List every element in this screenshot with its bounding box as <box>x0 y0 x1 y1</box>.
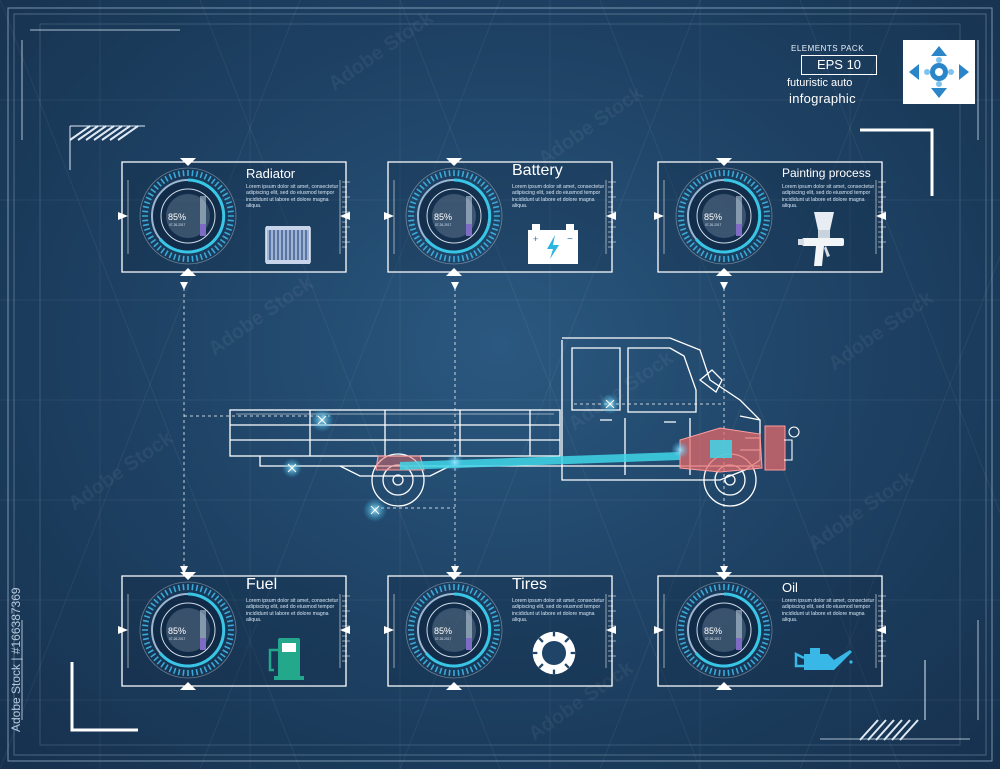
gauge-date: 07-26-2017 <box>169 223 186 227</box>
panel-description: Lorem ipsum dolor sit amet, consectetur … <box>246 598 339 624</box>
panel-description: Lorem ipsum dolor sit amet, consectetur … <box>782 184 875 210</box>
truck-wireframe <box>229 337 800 522</box>
panel-painting-process: 85%07-26-2017 Painting process Lorem ips… <box>654 158 886 276</box>
battery-icon: + − <box>528 224 578 264</box>
gauge-dial: 85%07-26-2017 <box>405 581 503 679</box>
gauge-date: 07-26-2017 <box>169 637 186 641</box>
gauge-date: 07-26-2017 <box>435 637 452 641</box>
gauge-percent: 85% <box>704 212 722 222</box>
panel-fuel: 85%07-26-2017 Fuel Lorem ipsum dolor sit… <box>118 572 350 690</box>
panel-title: Radiator <box>246 166 296 181</box>
panel-title: Painting process <box>782 166 871 180</box>
panel-description: Lorem ipsum dolor sit amet, consectetur … <box>512 598 605 624</box>
gauge-percent: 85% <box>434 212 452 222</box>
gauge-dial: 85%07-26-2017 <box>139 167 237 265</box>
gauge-dial: 85%07-26-2017 <box>139 581 237 679</box>
panel-title: Tires <box>512 576 547 593</box>
gauge-percent: 85% <box>704 626 722 636</box>
gauge-date: 07-26-2017 <box>705 637 722 641</box>
panel-description: Lorem ipsum dolor sit amet, consectetur … <box>246 184 339 210</box>
gauge-percent: 85% <box>168 212 186 222</box>
gauge-percent: 85% <box>434 626 452 636</box>
gauge-dial: 85%07-26-2017 <box>675 167 773 265</box>
panel-radiator: 85%07-26-2017 Radiator Lorem ipsum dolor… <box>118 158 350 276</box>
svg-text:−: − <box>567 234 573 245</box>
fuel-pump-icon <box>268 638 304 680</box>
panel-description: Lorem ipsum dolor sit amet, consectetur … <box>512 184 605 210</box>
badge-eps-label: EPS 10 <box>801 55 877 75</box>
gauge-percent: 85% <box>168 626 186 636</box>
tire-icon <box>532 631 576 675</box>
elements-pack-badge: ELEMENTS PACK EPS 10 futuristic auto inf… <box>783 40 975 110</box>
gauge-dial: 85%07-26-2017 <box>675 581 773 679</box>
panel-description: Lorem ipsum dolor sit amet, consectetur … <box>782 598 875 624</box>
gauge-dial: 85%07-26-2017 <box>405 167 503 265</box>
svg-text:+: + <box>533 234 538 244</box>
badge-title: infographic <box>789 91 856 106</box>
oil-can-icon <box>794 648 853 670</box>
badge-small-label: ELEMENTS PACK <box>791 44 865 53</box>
gauge-date: 07-26-2017 <box>435 223 452 227</box>
panel-title: Oil <box>782 580 798 595</box>
gauge-date: 07-26-2017 <box>705 223 722 227</box>
radiator-icon <box>265 226 311 264</box>
badge-logo-icon <box>903 40 975 104</box>
stock-id-text: Adobe Stock | #166387369 <box>9 587 23 732</box>
stock-id-watermark: Adobe Stock | #166387369 <box>6 535 26 735</box>
panel-oil: 85%07-26-2017 Oil Lorem ipsum dolor sit … <box>654 572 886 690</box>
spray-gun-icon <box>798 212 844 266</box>
panel-title: Fuel <box>246 576 278 593</box>
panel-title: Battery <box>512 162 563 179</box>
badge-subtitle: futuristic auto <box>787 77 853 89</box>
panel-battery: 85%07-26-2017 Battery Lorem ipsum dolor … <box>384 158 616 276</box>
panel-tires: 85%07-26-2017 Tires Lorem ipsum dolor si… <box>384 572 616 690</box>
